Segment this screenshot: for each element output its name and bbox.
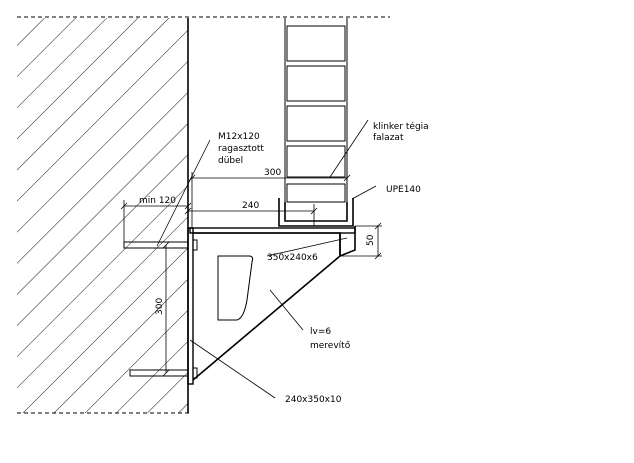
dowel-label-line2: ragasztott (218, 144, 264, 154)
upe140-channel (278, 198, 354, 227)
stiffener-label-line2: merevítő (310, 341, 351, 351)
stiffener-cutout (217, 255, 254, 321)
concrete-wall (17, 18, 188, 413)
upper-dowel (123, 239, 198, 251)
brick-masonry (284, 18, 348, 203)
dim-300-vertical-label: 300 (155, 298, 165, 315)
leader-lines (156, 119, 377, 399)
lower-dowel (129, 367, 198, 379)
dim-240 (184, 204, 318, 226)
dim-240-label: 240 (242, 201, 259, 211)
stiffener-label-line1: lv=6 (310, 327, 331, 337)
brick-wall-label-line1: klinker tégia (373, 121, 429, 132)
top-plate-label: 350x240x6 (267, 253, 318, 263)
wall-plate (187, 227, 194, 385)
dim-300-horizontal-label: 300 (264, 168, 281, 178)
brick-wall-label-line2: falazat (373, 133, 404, 143)
wall-plate-label: 240x350x10 (285, 395, 342, 405)
dim-50-label: 50 (366, 234, 376, 246)
dowel-label-line1: M12x120 (218, 132, 260, 142)
dowel-label-line3: dübel (218, 156, 243, 166)
channel-label: UPE140 (386, 185, 421, 195)
dim-300-horizontal (188, 172, 351, 228)
stiffener (192, 232, 341, 381)
dim-50 (340, 222, 382, 260)
dim-300-vertical (162, 241, 170, 377)
dim-min120-label: min 120 (139, 196, 176, 206)
